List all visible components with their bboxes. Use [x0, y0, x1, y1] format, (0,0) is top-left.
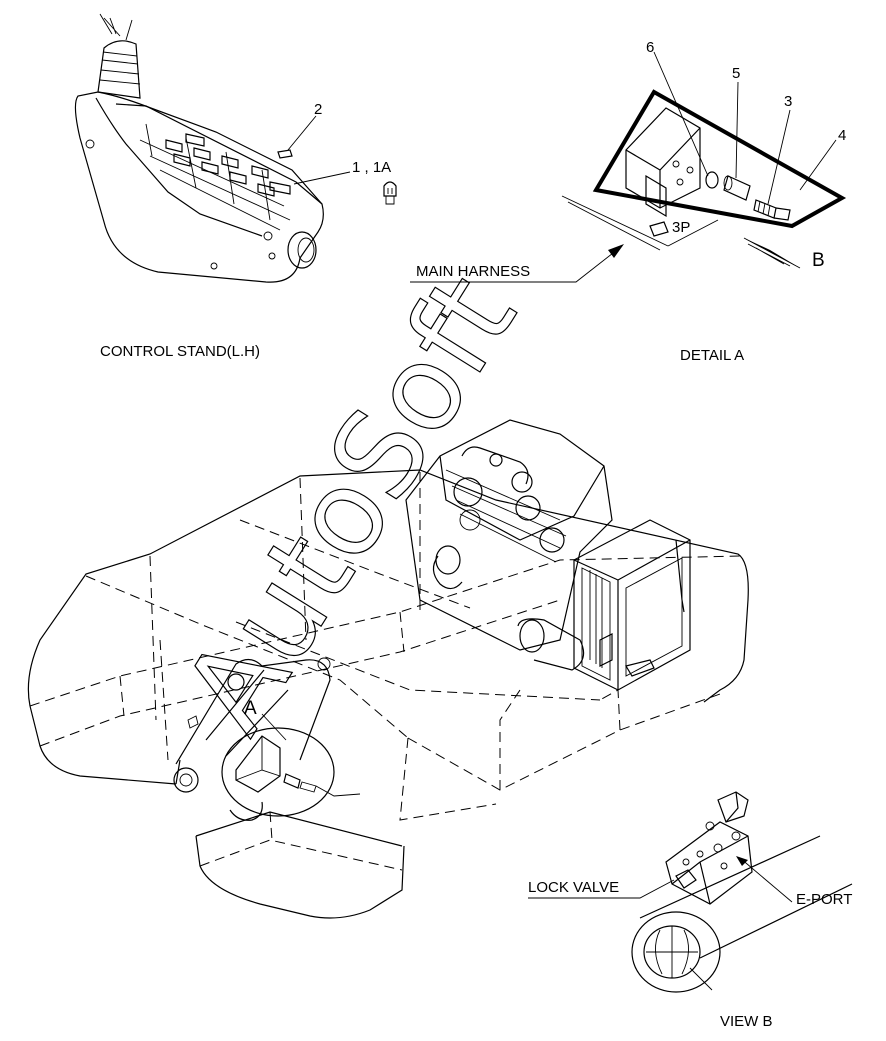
part-2-drawing [277, 149, 293, 159]
part-number-3: 3 [784, 93, 792, 110]
machine-frame-drawing [27, 469, 749, 919]
lamp-bulb-drawing [383, 181, 397, 205]
control-stand-label: CONTROL STAND(L.H) [100, 343, 260, 360]
detail-a-drawing [561, 51, 847, 251]
leader-lines-stand [287, 115, 351, 185]
part-number-5: 5 [732, 65, 740, 82]
engine-drawing [405, 419, 691, 691]
detail-a-circle [221, 727, 361, 817]
e-port-label: E-PORT [796, 891, 852, 908]
callout-a-label: A [244, 698, 257, 719]
detail-a-label: DETAIL A [680, 347, 744, 364]
view-b-arrow [743, 237, 801, 269]
view-b-drawing [528, 791, 853, 993]
view-b-label: VIEW B [720, 1013, 773, 1030]
part-number-1-1a: 1 , 1A [352, 159, 391, 176]
part-number-2: 2 [314, 101, 322, 118]
control-stand-drawing [74, 13, 324, 283]
callout-b-label: B [812, 250, 825, 271]
main-harness-arrow [410, 244, 624, 283]
main-harness-label: MAIN HARNESS [416, 263, 530, 280]
connector-3p-label: 3P [672, 219, 690, 236]
watermark: AutoSoft [157, 252, 543, 755]
lock-valve-label: LOCK VALVE [528, 879, 619, 896]
part-number-6: 6 [646, 39, 654, 56]
part-number-4: 4 [838, 127, 846, 144]
